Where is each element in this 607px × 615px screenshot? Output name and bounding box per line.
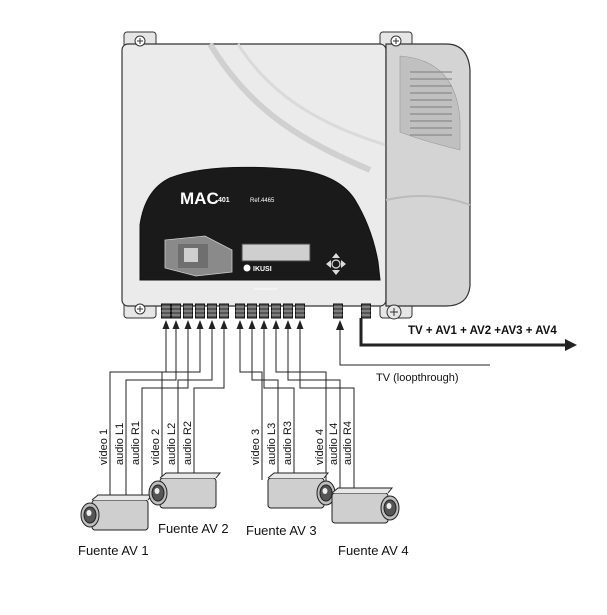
connector-icon: [171, 303, 181, 319]
screw-icon: [134, 35, 146, 47]
connector-icon: [247, 303, 257, 319]
signal-wire: [299, 326, 355, 495]
connector-icon: [361, 303, 371, 319]
signal-wire: [251, 326, 279, 480]
signal-wire: [177, 326, 213, 480]
signal-label-audioL4: audio L4: [328, 423, 340, 465]
wire-arrow-icon: [184, 320, 192, 329]
connector-icon: [195, 303, 205, 319]
signal-wire: [109, 326, 167, 500]
signal-label-audioL2: audio L2: [166, 423, 178, 465]
rf-output-main: [359, 318, 577, 351]
wire-arrow-icon: [172, 320, 180, 329]
video-source-camera-icon: [267, 472, 336, 509]
signal-label-video4: vídeo 4: [314, 429, 326, 465]
video-source-camera-icon: [148, 472, 222, 509]
wire-arrow-icon: [220, 320, 228, 329]
connector-icon: [235, 303, 245, 319]
output-loopthrough-label: TV (loopthrough): [376, 372, 459, 384]
signal-wire: [161, 326, 201, 480]
website-label: www.ikusi.com: [254, 287, 277, 291]
connector-icon: [259, 303, 269, 319]
signal-wire: [239, 326, 263, 480]
connector-icon: [333, 303, 343, 319]
wire-arrow-icon: [196, 320, 204, 329]
signal-label-audioL3: audio L3: [266, 423, 278, 465]
wire-arrow-icon: [284, 320, 292, 329]
video-source-camera-icon: [80, 494, 154, 531]
signal-label-video1: vídeo 1: [98, 429, 110, 465]
signal-label-audioR1: audio R1: [130, 421, 142, 465]
wire-arrow-icon: [208, 320, 216, 329]
signal-label-audioR4: audio R4: [342, 421, 354, 465]
output-main-label: TV + AV1 + AV2 +AV3 + AV4: [408, 325, 557, 337]
signal-label-audioL1: audio L1: [114, 423, 126, 465]
signal-wire: [263, 326, 295, 480]
wire-arrow-icon: [236, 320, 244, 329]
signal-label-audioR3: audio R3: [282, 421, 294, 465]
brand-label: IKUSI: [253, 266, 272, 273]
signal-wiring: [109, 320, 355, 500]
model-label: MAC: [180, 189, 219, 208]
source-label-av3: Fuente AV 3: [246, 523, 317, 538]
display-window: [164, 235, 233, 277]
screw-icon: [134, 303, 146, 315]
signal-label-audioR2: audio R2: [182, 421, 194, 465]
modulator-device: MAC 401 Ref.4465 IKUSI www.ikusi.com: [121, 31, 471, 320]
navigation-keypad: [326, 253, 346, 275]
signal-wire: [125, 326, 177, 500]
connector-icon: [161, 303, 171, 319]
wire-arrow-icon: [272, 320, 280, 329]
side-vent-panel: [385, 43, 471, 307]
connector-icon: [295, 303, 305, 319]
signal-wire: [193, 326, 225, 480]
signal-wire: [275, 326, 327, 495]
ground-screw-icon: [386, 304, 402, 320]
model-number-label: 401: [218, 197, 230, 204]
connector-icon: [283, 303, 293, 319]
signal-label-video2: vídeo 2: [150, 429, 162, 465]
signal-wire: [287, 326, 341, 495]
video-source-camera-icon: [331, 487, 400, 524]
source-label-av4: Fuente AV 4: [338, 543, 409, 558]
signal-wire: [141, 326, 189, 500]
wire-arrow-icon: [260, 320, 268, 329]
signal-label-video3: vídeo 3: [250, 429, 262, 465]
brand-logo-icon: [243, 264, 251, 272]
wire-arrow-icon: [162, 320, 170, 329]
source-label-av2: Fuente AV 2: [158, 521, 229, 536]
connector-icon: [219, 303, 229, 319]
wire-arrow-icon: [296, 320, 304, 329]
ref-label: Ref.4465: [250, 198, 275, 204]
connector-icon: [207, 303, 217, 319]
connector-row: [161, 303, 371, 319]
source-label-av1: Fuente AV 1: [78, 543, 149, 558]
lcd-display: [241, 243, 311, 262]
connector-icon: [183, 303, 193, 319]
screw-icon: [390, 35, 402, 47]
wire-arrow-icon: [248, 320, 256, 329]
connector-icon: [271, 303, 281, 319]
rf-output-loopthrough: [336, 320, 490, 366]
